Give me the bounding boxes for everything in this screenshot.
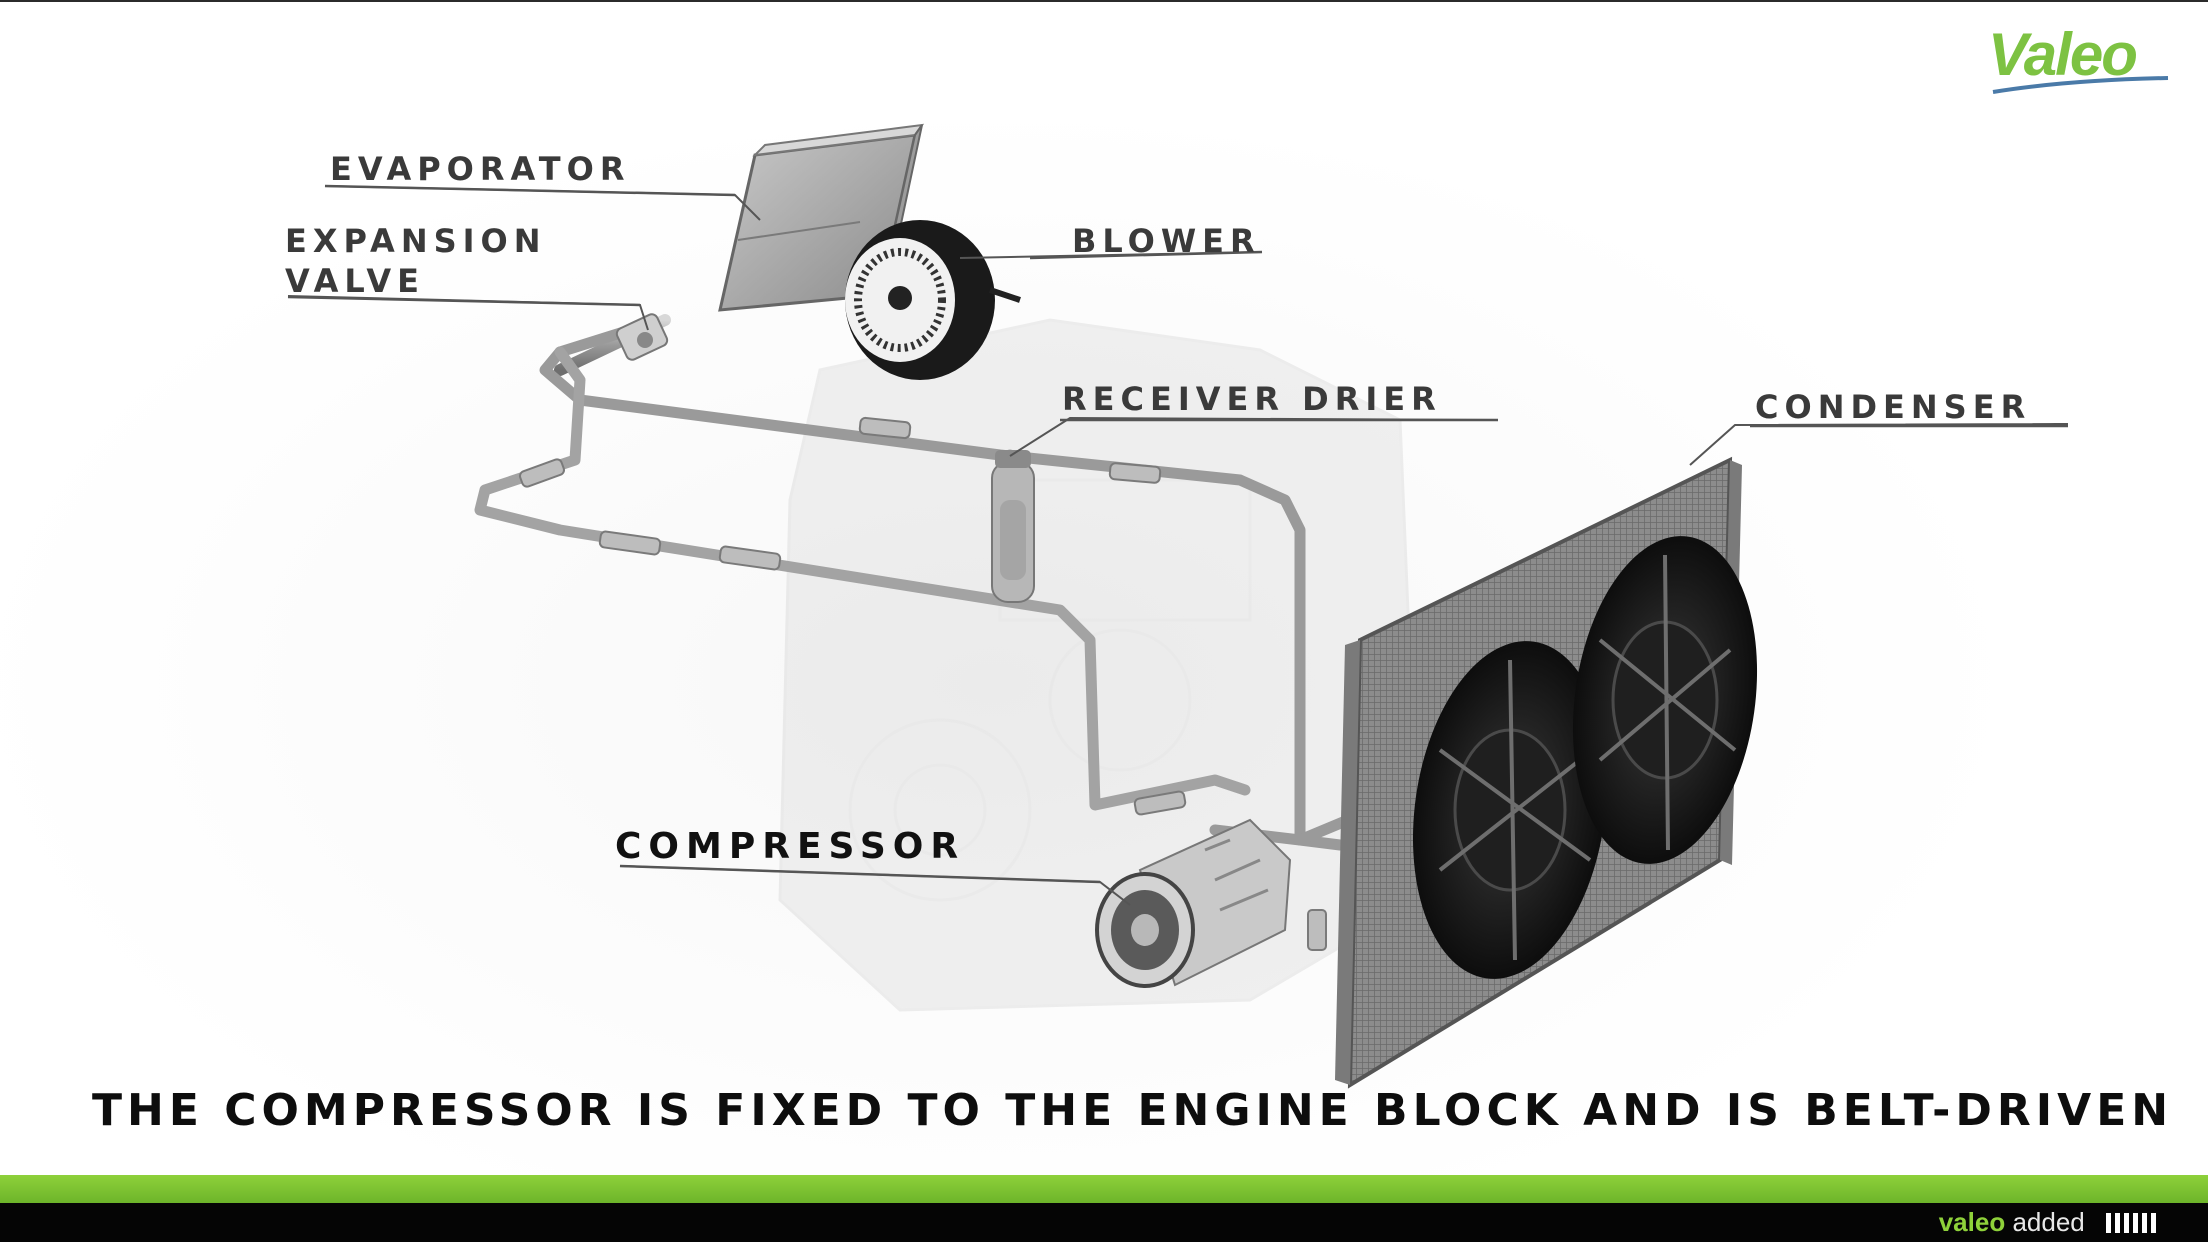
footer-brand: valeo added — [1939, 1207, 2160, 1240]
label-condenser: CONDENSER — [1755, 388, 2032, 426]
label-blower: BLOWER — [1072, 222, 1261, 260]
logo-swoosh-icon — [1992, 76, 2169, 94]
top-border — [0, 0, 2208, 2]
label-underlines — [287, 184, 2068, 884]
condenser-fan-1 — [1412, 641, 1608, 979]
footer-brand-added: added — [2012, 1207, 2085, 1237]
valeo-logo: Valeo — [1988, 20, 2178, 110]
condenser — [1335, 456, 1758, 1089]
valeo-logo-text: Valeo — [1988, 21, 2138, 88]
video-caption: THE COMPRESSOR IS FIXED TO THE ENGINE BL… — [92, 1085, 2174, 1136]
pipe-fittings — [518, 416, 1327, 951]
label-receiver-drier: RECEIVER DRIER — [1062, 380, 1442, 418]
label-evaporator: EVAPORATOR — [330, 150, 631, 188]
footer-green-bar — [0, 1175, 2208, 1203]
label-expansion-valve-line1: EXPANSION — [285, 222, 547, 260]
condenser-fan-2 — [1572, 536, 1758, 864]
footer-brand-valeo: valeo — [1938, 1207, 2006, 1237]
receiver-drier — [991, 450, 1035, 603]
label-expansion-valve-line2: VALVE — [285, 262, 425, 300]
expansion-valve — [615, 313, 669, 361]
footer-black-bar — [0, 1203, 2208, 1242]
blower — [845, 220, 1021, 380]
compressor — [1095, 818, 1292, 988]
footer-bars-icon — [2106, 1209, 2160, 1240]
label-compressor: COMPRESSOR — [615, 826, 966, 867]
